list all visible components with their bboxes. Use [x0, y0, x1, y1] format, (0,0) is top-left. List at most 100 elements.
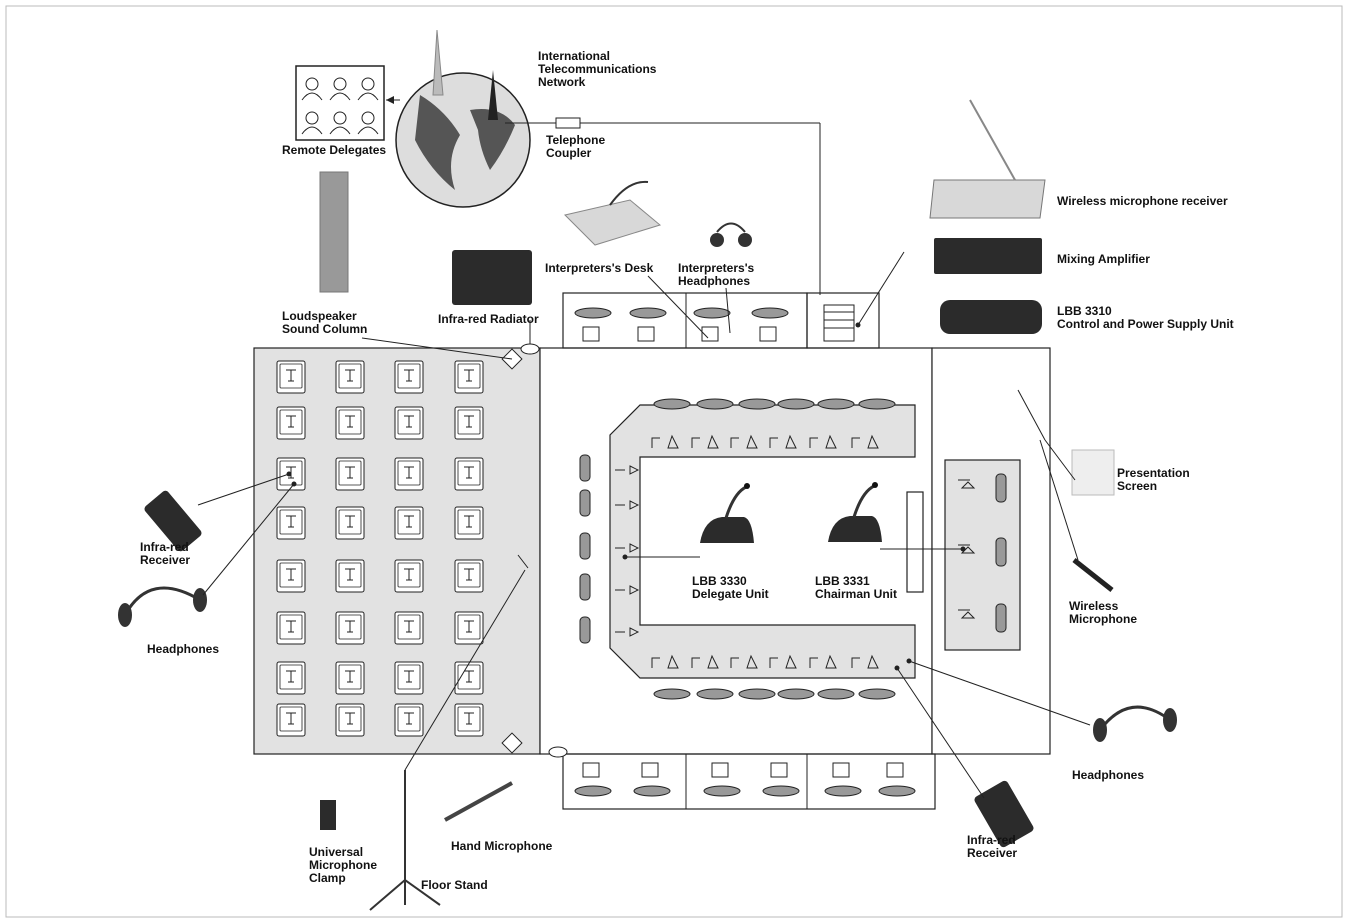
seat-inner	[338, 460, 362, 486]
chairman-unit-symbol	[958, 479, 976, 489]
label-remote-delegates: Remote Delegates	[282, 143, 387, 157]
connector-line	[404, 569, 526, 771]
table-chair-side	[579, 489, 591, 517]
ir-radiator-device	[452, 250, 532, 305]
seat-receiver-symbol	[464, 415, 474, 428]
mixing-amplifier-device	[934, 238, 1042, 274]
seat-receiver-symbol	[404, 369, 414, 382]
delegate-unit-symbol	[769, 434, 797, 449]
seat-receiver-symbol	[464, 568, 474, 581]
seat-receiver-symbol	[404, 515, 414, 528]
audience-seat	[394, 406, 424, 440]
audience-seat	[394, 506, 424, 540]
table-chair	[653, 398, 691, 410]
audience-seat	[335, 559, 365, 593]
table-chair	[858, 398, 896, 410]
table-chair	[653, 688, 691, 700]
delegate-unit-symbol	[651, 654, 679, 669]
ir-receiver-right-device	[974, 780, 1034, 848]
table-chair	[817, 688, 855, 700]
headphones-left-device	[123, 586, 201, 616]
globe-landmass	[415, 95, 460, 190]
microphone-stem	[852, 484, 875, 518]
delegate-head	[333, 111, 347, 125]
audience-seat	[454, 703, 484, 737]
headphone-cup	[738, 233, 752, 247]
delegate-unit-symbol	[809, 434, 837, 449]
booth-chair	[629, 307, 667, 319]
label-chairman-unit: LBB 3331 Chairman Unit	[815, 574, 898, 601]
seat-inner	[338, 614, 362, 640]
booth-chair	[751, 307, 789, 319]
seat-receiver-symbol	[345, 568, 355, 581]
receiver-antenna	[969, 99, 1016, 181]
seat-receiver-symbol	[286, 415, 296, 428]
u-shape-table	[609, 404, 916, 679]
delegate-body	[301, 126, 323, 135]
label-presentation-screen: Presentation Screen	[1117, 466, 1190, 493]
seat-inner	[457, 706, 481, 732]
audience-seat	[335, 611, 365, 645]
delegate-unit-device	[700, 483, 754, 543]
eiffel-tower	[488, 70, 498, 120]
audience-seat	[454, 611, 484, 645]
seat-receiver-symbol	[404, 415, 414, 428]
presentation-screen-line	[1044, 439, 1076, 481]
seat-inner	[457, 460, 481, 486]
outer-frame	[5, 5, 1343, 918]
audience-seat	[335, 406, 365, 440]
seat-receiver-symbol	[464, 466, 474, 479]
booth-console	[886, 762, 904, 778]
hand-microphone-device	[444, 781, 513, 822]
delegate-unit-symbol	[769, 654, 797, 669]
seat-inner	[397, 460, 421, 486]
table-chair-side	[579, 454, 591, 482]
label-headphones-left: Headphones	[147, 642, 220, 656]
booth-console	[770, 762, 788, 778]
booth-chair	[878, 785, 916, 797]
seat-inner	[457, 614, 481, 640]
headphone-cup	[193, 588, 207, 612]
seat-inner	[457, 363, 481, 389]
seat-inner	[338, 562, 362, 588]
table-chair	[696, 688, 734, 700]
connector-line	[197, 473, 290, 506]
chairman-chair	[995, 473, 1007, 503]
audience-seat	[276, 406, 306, 440]
delegate-body	[357, 92, 379, 101]
booth-console	[641, 762, 659, 778]
seat-receiver-symbol	[404, 620, 414, 633]
delegate-head	[361, 111, 375, 125]
delegate-unit-symbol	[809, 654, 837, 669]
seat-inner	[338, 409, 362, 435]
seat-inner	[397, 509, 421, 535]
seat-receiver-symbol	[345, 620, 355, 633]
wireless-receiver-device	[929, 179, 1046, 219]
interpreter-booths-bottom	[562, 753, 936, 810]
table-chair	[738, 688, 776, 700]
delegate-body	[329, 126, 351, 135]
audience-seat	[335, 360, 365, 394]
seat-receiver-symbol	[404, 712, 414, 725]
audience-seat	[335, 703, 365, 737]
seat-inner	[397, 706, 421, 732]
floor-stand-device	[369, 770, 441, 911]
unit-base	[700, 517, 754, 543]
booth-console	[637, 326, 655, 342]
microphone-stem	[724, 485, 747, 519]
seat-inner	[338, 706, 362, 732]
table-chair-side	[579, 573, 591, 601]
interpreters-desk-device	[564, 199, 662, 246]
delegate-body	[329, 92, 351, 101]
chairman-chair	[995, 537, 1007, 567]
label-floor-stand: Floor Stand	[421, 878, 488, 892]
statue-of-liberty	[432, 29, 444, 96]
label-loudspeaker: Loudspeaker Sound Column	[282, 309, 368, 336]
audience-seat	[454, 506, 484, 540]
delegate-unit-symbol	[615, 627, 640, 637]
label-headphones-right: Headphones	[1072, 768, 1145, 782]
diagram-elements	[118, 29, 1177, 911]
audience-seat	[454, 661, 484, 695]
delegate-unit-symbol	[615, 543, 640, 553]
